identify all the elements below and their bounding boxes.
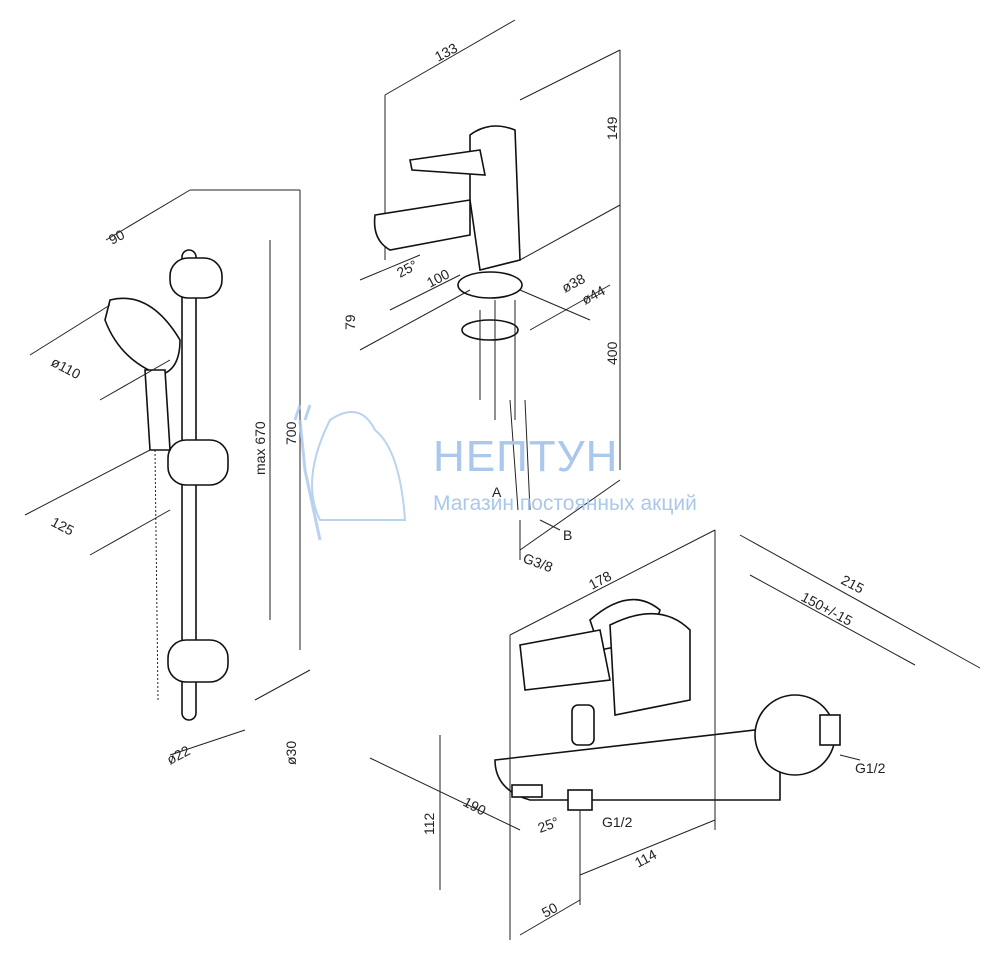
watermark-tagline: Магазин постоянных акций [433, 492, 697, 515]
dim-bath-height: 112 [421, 812, 437, 835]
dim-bath-body: 114 [632, 846, 659, 871]
dim-bath-depth: 178 [586, 567, 614, 592]
dim-head-diameter: ø110 [49, 354, 84, 383]
shower-rail-set [24, 189, 311, 756]
basin-mixer [359, 19, 621, 560]
dim-basin-reach: 100 [424, 265, 452, 290]
hose-thread: G3/8 [521, 550, 555, 575]
bath-outlet-thread: G1/2 [602, 814, 633, 830]
watermark-brand: НЕПТУН [433, 432, 619, 481]
dim-bath-spout-offset: 50 [539, 899, 560, 921]
dim-basin-spout-height: 79 [342, 314, 358, 330]
dim-bar-length: 700 [283, 421, 299, 445]
bath-mixer [369, 529, 981, 940]
dim-basin-angle: 25° [394, 257, 420, 281]
dim-basin-height: 149 [604, 116, 620, 140]
dim-bracket-diameter: ø30 [283, 741, 299, 765]
dim-basin-width: 133 [432, 39, 460, 64]
dim-bath-angle: 25° [536, 814, 561, 836]
dim-bath-reach: 190 [461, 794, 489, 819]
hose-label-a: A [492, 484, 502, 500]
dim-holder-reach: 125 [49, 514, 77, 539]
hose-label-b: B [563, 527, 572, 543]
watermark-neptune-figure [293, 404, 407, 541]
dim-bar-diameter: ø22 [164, 742, 193, 768]
bath-inlet-thread: G1/2 [855, 760, 886, 776]
dim-hose-length: 400 [604, 341, 620, 365]
dim-bar-offset: 90 [106, 226, 127, 248]
dim-bath-overall: 215 [839, 572, 867, 597]
dim-max-spacing: max 670 [252, 421, 268, 475]
